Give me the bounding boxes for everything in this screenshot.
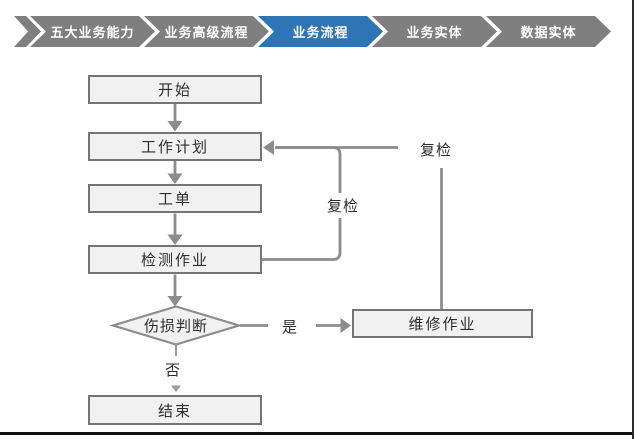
node-label: 工作计划 — [140, 139, 209, 156]
tab-label: 业务流程 — [292, 25, 349, 40]
arrowhead-left-recheck — [263, 140, 274, 155]
node-label: 检测作业 — [140, 252, 209, 269]
tab-five-business-capabilities[interactable]: 五大业务能力 — [30, 16, 155, 47]
tab-business-entity[interactable]: 业务实体 — [372, 16, 497, 47]
edge-label-recheck-inner: 复检 — [316, 193, 370, 218]
tab-data-entity[interactable]: 数据实体 — [486, 16, 611, 47]
node-repair-work: 维修作业 — [352, 309, 533, 338]
node-label: 开始 — [157, 82, 192, 99]
node-label: 工单 — [157, 191, 192, 208]
arrowhead-right-yes — [340, 318, 351, 333]
node-label: 结束 — [157, 402, 192, 420]
node-work-order: 工单 — [88, 184, 262, 213]
tab-label: 业务实体 — [406, 25, 463, 40]
process-step-nav: 五大业务能力 业务高级流程 业务流程 业务实体 数据实体 — [14, 16, 611, 47]
node-label: 伤损判断 — [143, 318, 208, 335]
node-damage-decision: 伤损判断 — [113, 306, 239, 345]
arrowhead-down-4 — [167, 296, 183, 307]
arrowhead-down-1 — [167, 121, 183, 132]
edge-label-yes: 是 — [281, 319, 298, 336]
arrowhead-down-3 — [167, 234, 183, 245]
frame-right-border — [632, 0, 634, 439]
tab-label: 五大业务能力 — [50, 25, 135, 40]
tab-business-process[interactable]: 业务流程 — [258, 16, 383, 47]
arrowhead-down-2 — [167, 173, 183, 184]
frame-bottom-border — [0, 432, 634, 435]
node-work-plan: 工作计划 — [88, 132, 262, 161]
tab-label: 数据实体 — [520, 25, 577, 40]
arrowhead-down-no — [171, 385, 181, 392]
node-start: 开始 — [88, 75, 262, 104]
tab-label: 业务高级流程 — [164, 25, 249, 40]
tab-business-high-level-process[interactable]: 业务高级流程 — [144, 16, 269, 47]
node-label: 维修作业 — [408, 316, 477, 333]
edge-label-no: 否 — [164, 362, 181, 379]
edge-label-recheck-outer: 复检 — [419, 142, 452, 159]
node-end: 结束 — [88, 395, 262, 425]
node-inspection-work: 检测作业 — [88, 245, 262, 274]
